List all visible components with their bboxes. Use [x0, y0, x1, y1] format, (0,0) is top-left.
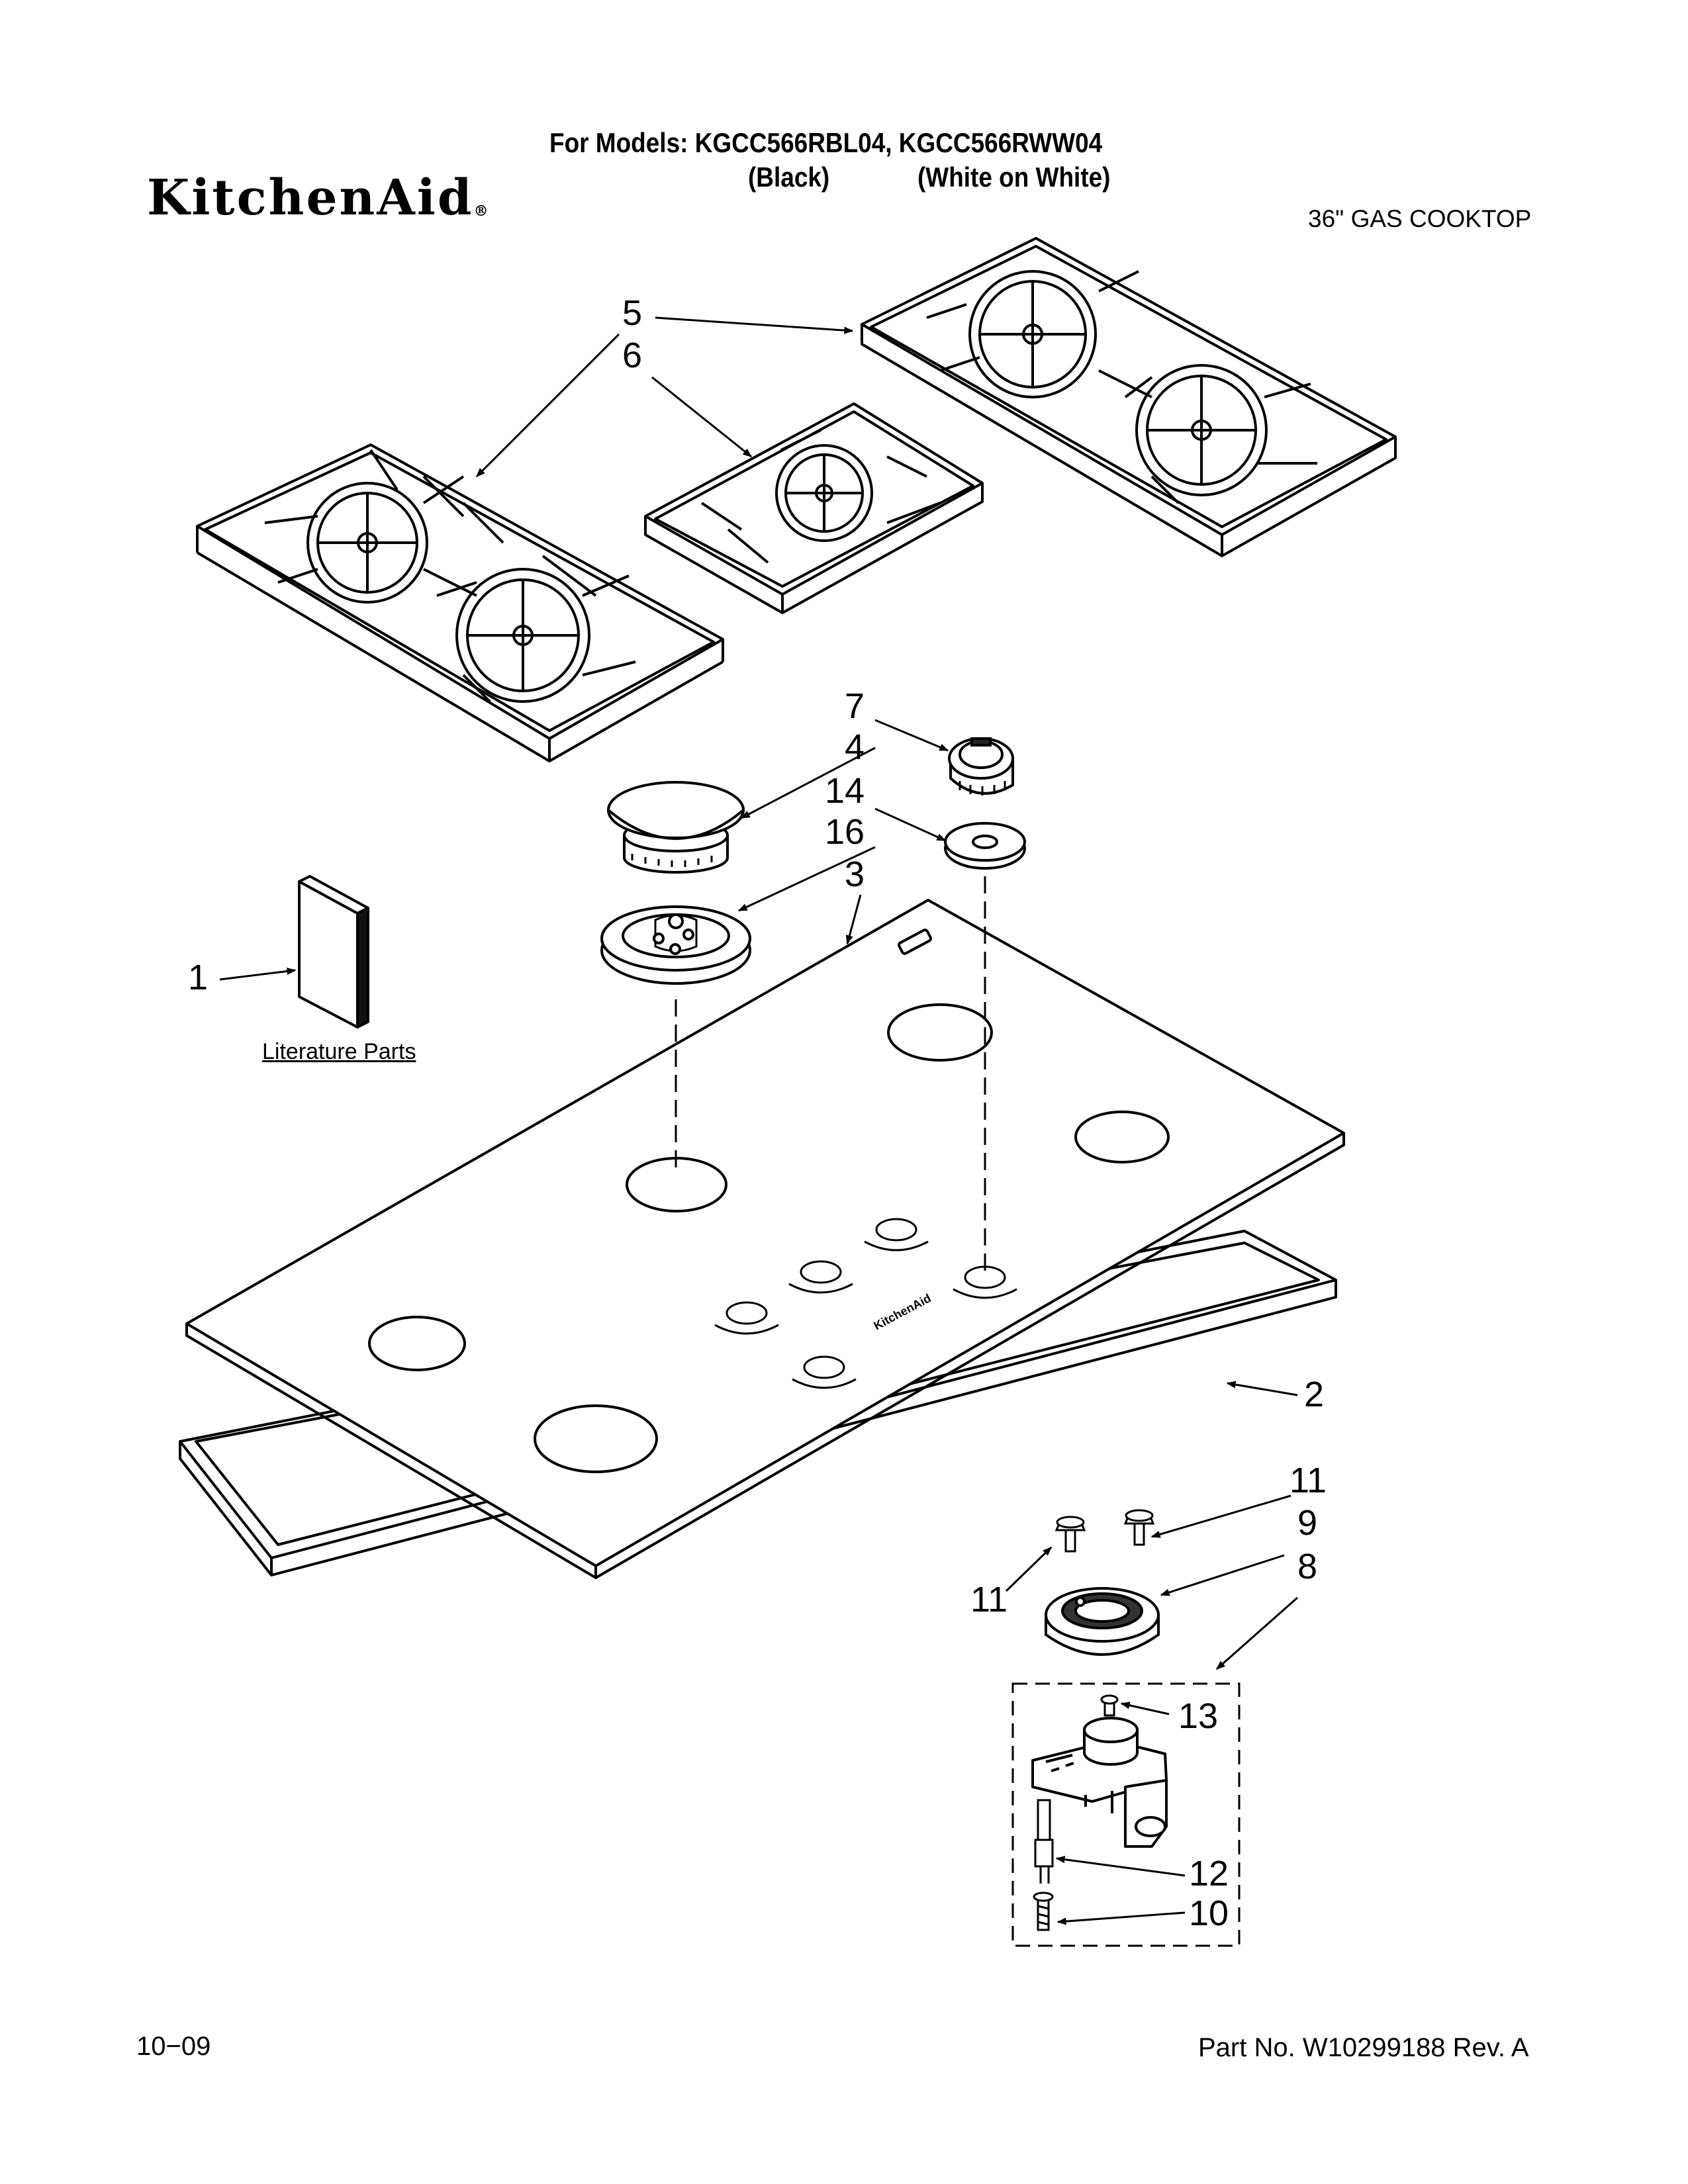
models-line: For Models: KGCC566RBL04, KGCC566RWW04: [549, 127, 1103, 158]
callout-2: 2: [1304, 1375, 1325, 1414]
leader-arrows: [219, 316, 1298, 1925]
callout-14: 14: [825, 771, 865, 811]
callout-1: 1: [188, 958, 209, 997]
burner-base-assembly: [1031, 1717, 1168, 1848]
callout-7: 7: [845, 686, 865, 726]
assembly-centerlines: [675, 876, 986, 1271]
callout-6: 6: [622, 336, 643, 375]
burner-holes: [368, 1003, 1170, 1473]
callout-16: 16: [825, 812, 865, 852]
burner-cap: [607, 781, 745, 874]
callout-11-left: 11: [970, 1580, 1008, 1619]
grate-right: [861, 237, 1397, 557]
callout-4: 4: [845, 727, 865, 767]
callout-3: 3: [845, 854, 865, 894]
knob-bezel: [944, 822, 1026, 870]
burner-head: [1045, 1587, 1160, 1656]
callout-13: 13: [1178, 1696, 1219, 1736]
control-rings: [714, 1218, 1017, 1389]
callout-11-right: 11: [1289, 1461, 1327, 1500]
footer-date: 10−09: [136, 2032, 211, 2061]
burner-assembly-box: [1011, 1682, 1241, 1947]
control-knob: [948, 737, 1014, 796]
burner-base: [600, 905, 751, 985]
color-black-label: (Black): [748, 161, 830, 193]
brand-logo: KitchenAid®: [147, 169, 489, 226]
callout-5: 5: [622, 293, 643, 333]
callout-9: 9: [1297, 1503, 1318, 1543]
footer-part-number: Part No. W10299188 Rev. A: [1198, 2033, 1529, 2062]
screw-left: [1055, 1516, 1086, 1553]
mounting-screw: [1033, 1891, 1054, 1931]
literature-book: [298, 875, 369, 1028]
callout-8: 8: [1297, 1547, 1318, 1586]
product-title: 36" GAS COOKTOP: [1308, 205, 1532, 232]
grate-left: [196, 443, 724, 762]
callout-12: 12: [1189, 1854, 1229, 1893]
color-white-label: (White on White): [917, 161, 1111, 193]
igniter: [1034, 1799, 1054, 1884]
screw-right: [1123, 1509, 1155, 1546]
orifice-screw: [1100, 1694, 1119, 1717]
literature-parts-label: Literature Parts: [262, 1039, 416, 1064]
glass-cooktop: [185, 899, 1345, 1579]
grate-middle: [644, 402, 984, 614]
callout-10: 10: [1189, 1893, 1229, 1933]
registered-mark: ®: [473, 203, 489, 220]
